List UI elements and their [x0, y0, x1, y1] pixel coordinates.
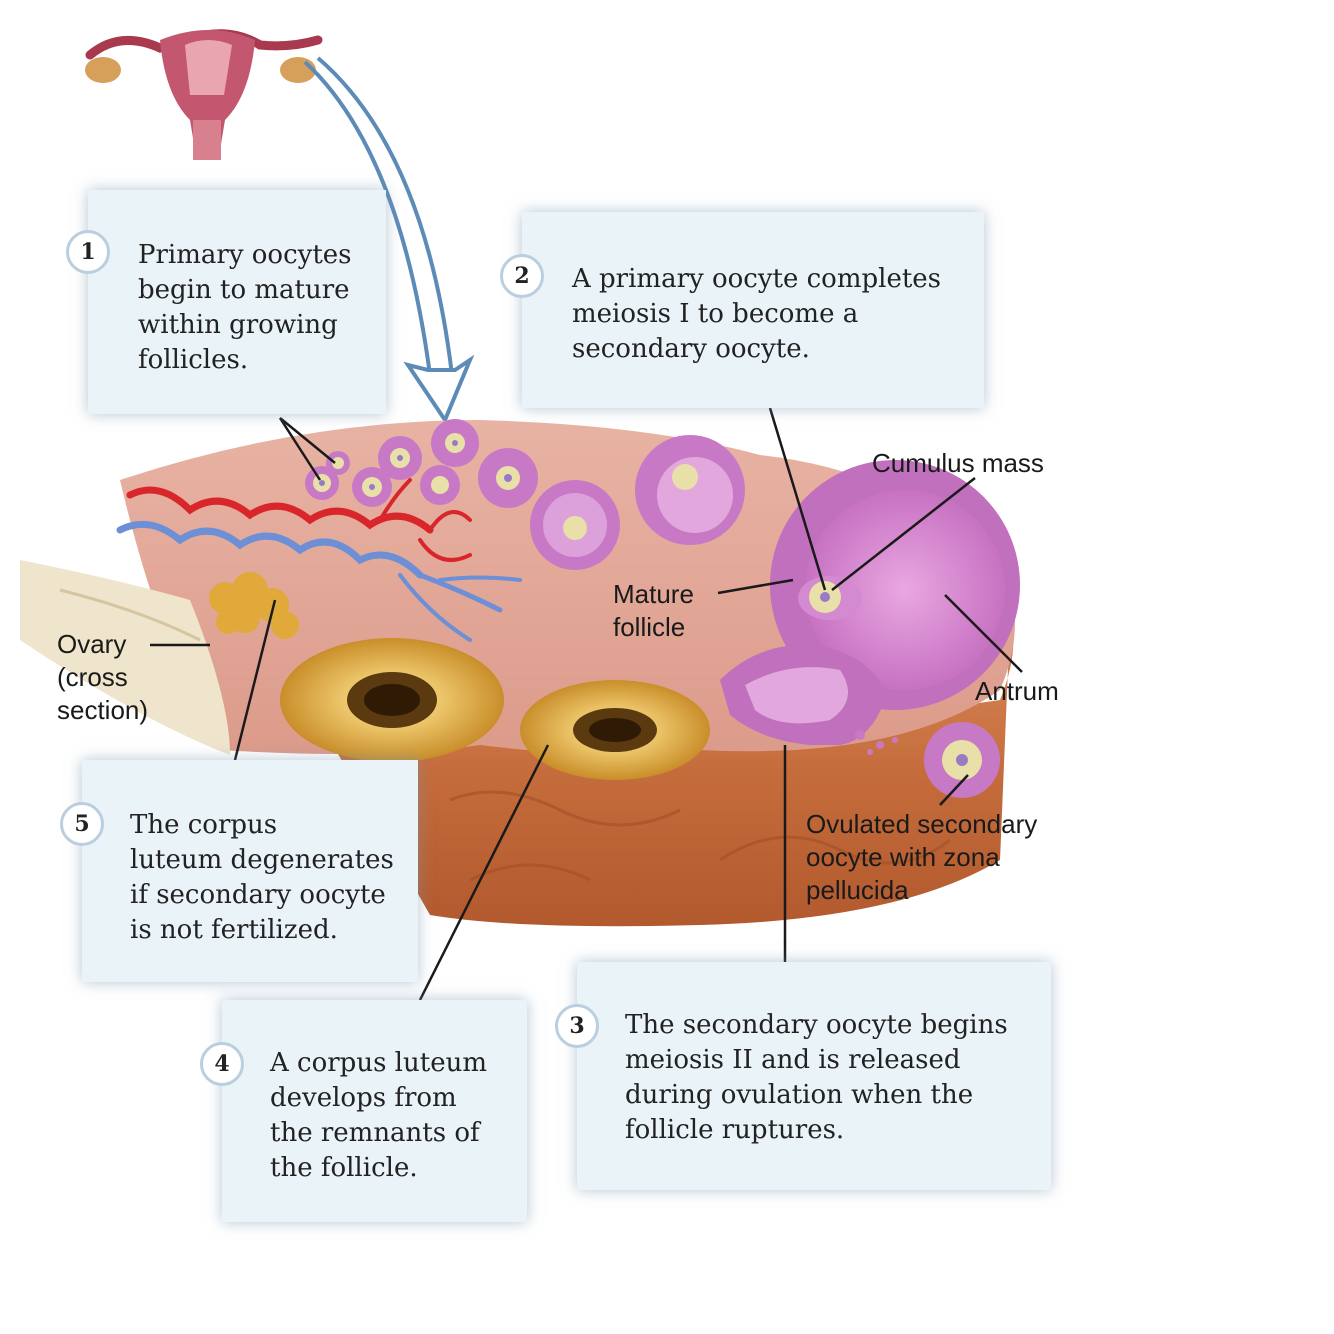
mature-follicle — [770, 460, 1020, 710]
step-3-number: 3 — [555, 1004, 599, 1048]
growing-follicles — [530, 435, 745, 570]
corpus-albicans — [209, 572, 299, 639]
step-1-text: Primary oocytes begin to mature within g… — [138, 240, 352, 375]
label-ovary: Ovary (cross section) — [57, 629, 149, 725]
step-2-box: 2 A primary oocyte completes meiosis I t… — [500, 212, 984, 408]
step-5-number: 5 — [60, 802, 104, 846]
step-5-text: The corpus luteum degenerates if seconda… — [130, 810, 394, 945]
label-antrum: Antrum — [975, 676, 1059, 706]
step-1-box: 1 Primary oocytes begin to mature within… — [66, 190, 386, 414]
step-2-text: A primary oocyte completes meiosis I to … — [572, 264, 942, 364]
artery-vessels — [126, 478, 472, 562]
step-3-text: The secondary oocyte begins meiosis II a… — [625, 1010, 1008, 1145]
corpus-luteum-large — [280, 638, 504, 762]
step-4-text: A corpus luteum develops from the remnan… — [270, 1048, 487, 1183]
vein-vessels — [116, 520, 522, 642]
zoom-arrow-icon — [303, 56, 475, 425]
step-4-box: 4 A corpus luteum develops from the remn… — [200, 1000, 527, 1222]
label-cumulus-mass: Cumulus mass — [872, 448, 1044, 478]
primary-follicles — [305, 419, 538, 508]
label-ovulated-oocyte: Ovulated secondary oocyte with zona pell… — [806, 809, 1038, 905]
uterus-icon — [85, 29, 323, 160]
step-3-box: 3 The secondary oocyte begins meiosis II… — [555, 962, 1051, 1190]
leader-lines — [150, 407, 1023, 1001]
step-4-number: 4 — [200, 1042, 244, 1086]
ligament — [20, 560, 230, 755]
step-5-box: 5 The corpus luteum degenerates if secon… — [60, 760, 418, 982]
step-2-number: 2 — [500, 254, 544, 298]
step-1-number: 1 — [66, 230, 110, 274]
ovulated-oocyte — [924, 722, 1000, 798]
ruptured-follicle — [720, 644, 898, 755]
corpus-luteum-small — [520, 680, 710, 780]
label-mature-follicle: Mature follicle — [613, 579, 694, 642]
